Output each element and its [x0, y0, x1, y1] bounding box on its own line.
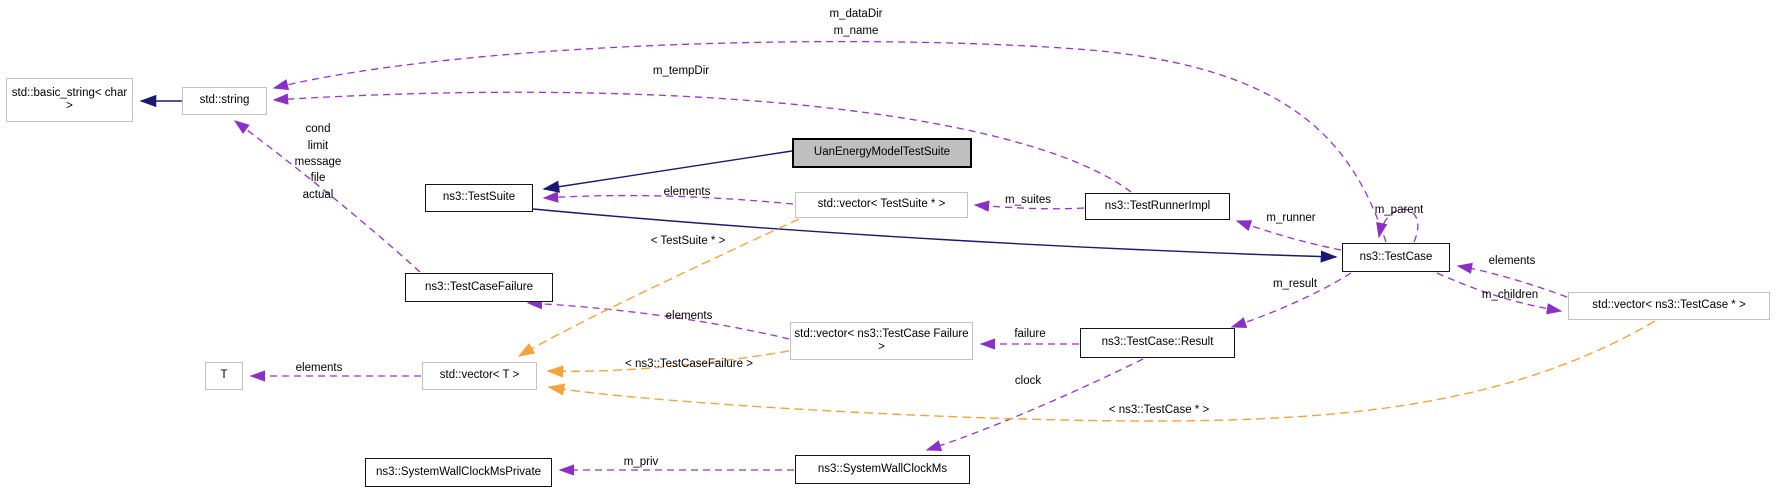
edge-label-m-result: m_result — [1272, 278, 1318, 290]
node-ns3-testsuite[interactable]: ns3::TestSuite — [425, 184, 533, 212]
edge-label-template-testcasefailure: < ns3::TestCaseFailure > — [625, 358, 753, 370]
edge-m-parent-selfloop — [1376, 208, 1419, 243]
edge-m-suites — [973, 200, 1085, 212]
edge-label-m-datadir: m_dataDir — [829, 8, 883, 20]
edge-label-m-tempdir: m_tempDir — [652, 65, 710, 77]
edge-elements-vectortestcase-testcase — [1456, 262, 1568, 298]
edge-label-actual: actual — [302, 189, 334, 201]
edge-elements-vectortcf-testcasefailure — [526, 298, 790, 340]
node-std-vector-ns3-testcasefailure[interactable]: std::vector< ns3::TestCase Failure > — [790, 322, 973, 360]
node-std-vector-testsuite-ptr[interactable]: std::vector< TestSuite * > — [795, 192, 968, 218]
edge-elements-vectortestsuite-testsuite — [542, 191, 794, 205]
edge-label-elements-testsuite: elements — [663, 186, 711, 198]
edge-label-cond: cond — [305, 123, 331, 135]
node-uan-energy-model-testsuite[interactable]: UanEnergyModelTestSuite — [792, 138, 972, 168]
node-ns3-testcase[interactable]: ns3::TestCase — [1342, 243, 1450, 272]
node-ns3-testcasefailure[interactable]: ns3::TestCaseFailure — [405, 273, 553, 302]
node-ns3-testrunnerimpl[interactable]: ns3::TestRunnerImpl — [1085, 193, 1230, 220]
edge-label-file: file — [310, 172, 326, 184]
edge-m-datadir-m-name — [272, 40, 1387, 243]
node-template-t[interactable]: T — [205, 362, 243, 390]
edge-label-m-name: m_name — [833, 25, 879, 37]
edge-label-message: message — [294, 156, 342, 168]
edge-label-elements-testcase: elements — [1488, 255, 1536, 267]
edge-clock — [925, 358, 1144, 452]
edge-label-template-testcase-ptr: < ns3::TestCase * > — [1108, 404, 1210, 416]
edge-inherit-uan-testsuite — [542, 150, 793, 193]
node-std-basic-string[interactable]: std::basic_string< char > — [6, 78, 133, 122]
edge-m-result — [1230, 272, 1352, 329]
node-ns3-testcase-result[interactable]: ns3::TestCase::Result — [1080, 328, 1235, 358]
edge-label-m-children: m_children — [1481, 289, 1539, 301]
edge-label-failure: failure — [1014, 328, 1046, 340]
node-ns3-systemwallclockms-private[interactable]: ns3::SystemWallClockMsPrivate — [365, 458, 552, 487]
edge-cond-limit-message-file-actual — [233, 120, 421, 273]
edge-label-m-priv: m_priv — [623, 456, 659, 468]
edge-template-testsuite-ptr — [517, 218, 800, 357]
edge-template-testcasefailure — [546, 350, 790, 378]
edge-label-m-parent: m_parent — [1374, 204, 1424, 216]
edge-label-elements-testcasefailure: elements — [665, 310, 713, 322]
edge-label-m-runner: m_runner — [1266, 212, 1316, 224]
node-std-vector-t[interactable]: std::vector< T > — [422, 362, 537, 390]
edge-m-children — [1436, 272, 1563, 315]
edge-label-clock: clock — [1014, 375, 1042, 387]
edge-template-testcase-ptr — [547, 320, 1656, 422]
edge-label-template-testsuite-ptr: < TestSuite * > — [650, 235, 726, 247]
edge-label-m-suites: m_suites — [1004, 194, 1052, 206]
edge-label-limit: limit — [307, 140, 329, 152]
node-ns3-systemwallclockms[interactable]: ns3::SystemWallClockMs — [795, 455, 970, 484]
edge-inherit-testsuite-testcase — [532, 208, 1338, 263]
edge-m-runner — [1235, 220, 1342, 251]
edge-label-elements-t: elements — [295, 362, 343, 374]
node-std-string[interactable]: std::string — [182, 87, 267, 115]
node-std-vector-ns3-testcase-ptr[interactable]: std::vector< ns3::TestCase * > — [1568, 292, 1770, 320]
edge-m-tempdir — [272, 91, 1132, 193]
